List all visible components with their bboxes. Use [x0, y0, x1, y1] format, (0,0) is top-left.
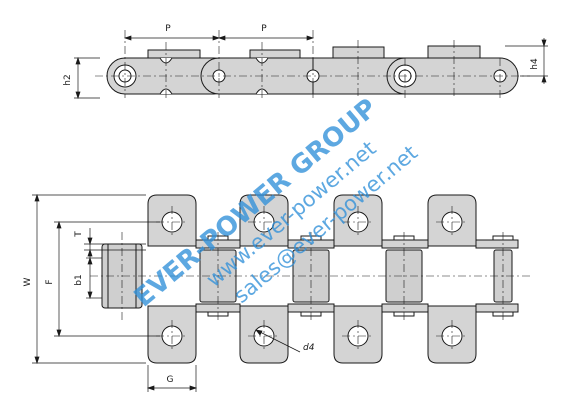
- plan-link-plate: [475, 303, 519, 313]
- plan-link-plate: [475, 239, 519, 249]
- dim-label-G: G: [167, 375, 174, 385]
- plan-centerlines: [90, 206, 530, 352]
- dim-label-d4: d4: [303, 343, 315, 353]
- dim-label-b1: b1: [74, 274, 84, 285]
- dim-label-pitch-2: P: [261, 24, 267, 34]
- side-centerlines: [95, 30, 530, 98]
- side-dimensions: [74, 35, 548, 100]
- dim-label-h2: h2: [63, 74, 73, 85]
- dim-label-F: F: [45, 279, 55, 284]
- dim-label-T: T: [74, 231, 84, 238]
- plan-link-plate: [381, 239, 429, 249]
- dim-label-pitch-1: P: [165, 24, 171, 34]
- side-view: [106, 45, 519, 95]
- dim-label-W: W: [23, 277, 33, 286]
- plan-link-plate: [381, 303, 429, 313]
- dim-label-h4: h4: [530, 58, 540, 70]
- plan-dimensions: [32, 193, 301, 392]
